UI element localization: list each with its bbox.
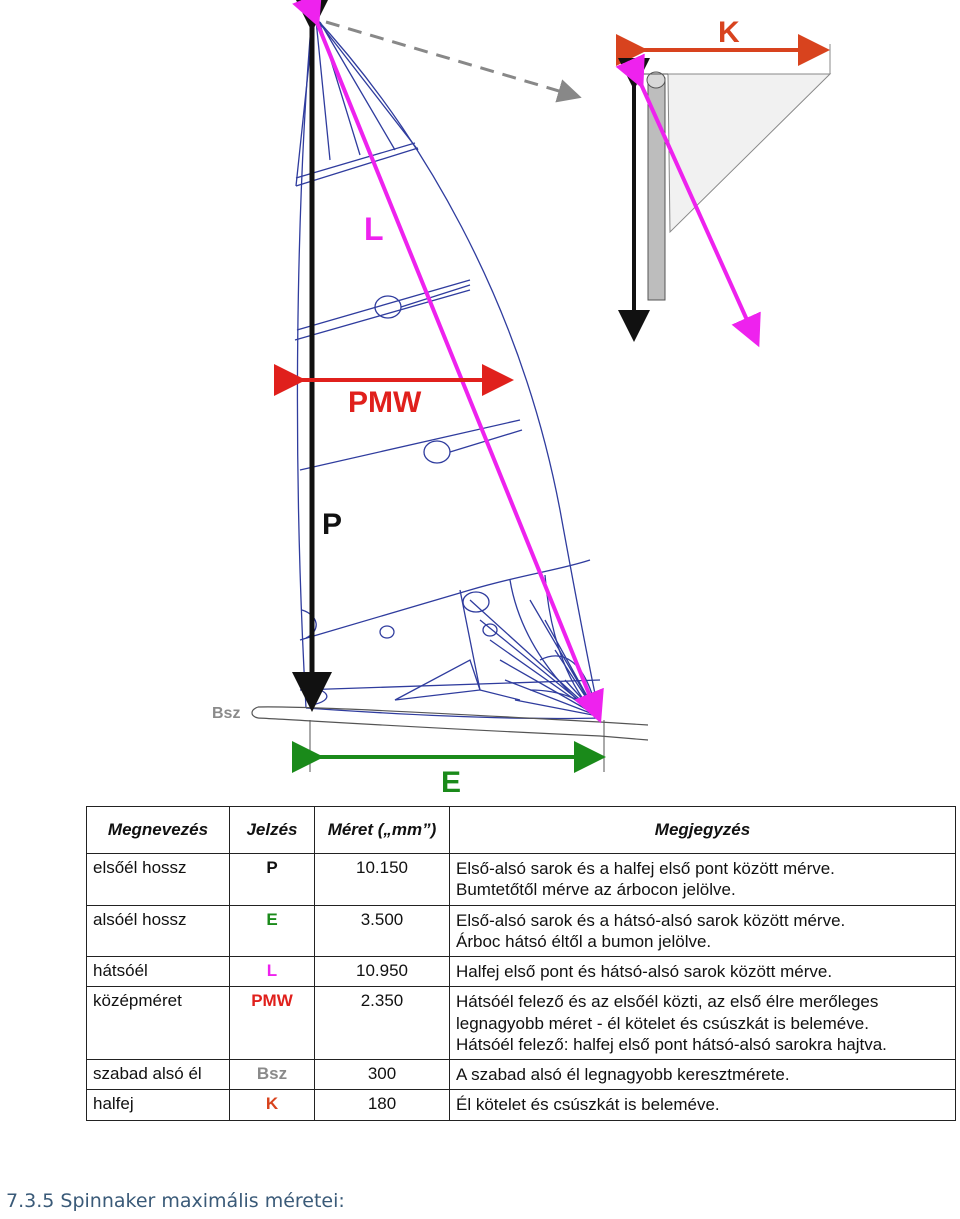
note-line: Első-alsó sarok és a hátsó-alsó sarok kö… (456, 910, 846, 930)
cell-note: Hátsóél felező és az elsőél közti, az el… (449, 986, 956, 1060)
cell-name: középméret (86, 986, 230, 1060)
cell-symbol: K (229, 1089, 315, 1121)
cell-name: hátsóél (86, 955, 230, 988)
e-label: E (441, 766, 461, 799)
cell-size: 180 (314, 1089, 450, 1121)
head-detail-inset (633, 44, 832, 301)
l-label: L (364, 211, 384, 247)
cell-size: 10.150 (314, 853, 450, 906)
header-size: Méret („mm”) (314, 806, 450, 854)
cell-name: alsóél hossz (86, 904, 230, 957)
cell-symbol: P (229, 853, 315, 906)
pmw-label: PMW (348, 386, 422, 419)
bsz-label: Bsz (212, 705, 240, 722)
cell-name: halfej (86, 1089, 230, 1121)
cell-name: szabad alsó él (86, 1058, 230, 1091)
header-note: Megjegyzés (449, 806, 956, 854)
note-line: Bumtetőtől mérve az árbocon jelölve. (456, 880, 736, 900)
cell-size: 10.950 (314, 955, 450, 988)
section-heading: 7.3.5 Spinnaker maximális méretei: (6, 1190, 345, 1212)
cell-size: 2.350 (314, 986, 450, 1060)
note-line: Hátsóél felező és az elsőél közti, az el… (456, 992, 879, 1012)
table-header-row: Megnevezés Jelzés Méret („mm”) Megjegyzé… (86, 806, 956, 854)
cell-note: A szabad alsó él legnagyobb keresztméret… (449, 1058, 956, 1091)
cell-symbol: L (229, 955, 315, 988)
p-label: P (322, 508, 342, 541)
note-line: Hátsóél felező: halfej első pont hátsó-a… (456, 1034, 887, 1054)
cell-note: Halfej első pont és hátsó-alsó sarok köz… (449, 955, 956, 988)
cell-note: Él kötelet és csúszkát is beleméve. (449, 1089, 956, 1121)
sail-dimensions-table: Megnevezés Jelzés Méret („mm”) Megjegyzé… (86, 806, 956, 1121)
cell-size: 300 (314, 1058, 450, 1091)
note-line: Árboc hátsó éltől a bumon jelölve. (456, 931, 712, 951)
cell-symbol: Bsz (229, 1058, 315, 1091)
sail-diagram: Bsz P L PMW E K (212, 0, 832, 799)
k-label: K (718, 16, 740, 49)
note-line: Él kötelet és csúszkát is beleméve. (456, 1095, 720, 1115)
header-name: Megnevezés (86, 806, 230, 854)
cell-note: Első-alsó sarok és a hátsó-alsó sarok kö… (449, 904, 956, 957)
cell-symbol: PMW (229, 986, 315, 1060)
note-line: Első-alsó sarok és a halfej első pont kö… (456, 859, 835, 878)
note-line: Halfej első pont és hátsó-alsó sarok köz… (456, 962, 833, 981)
header-symbol: Jelzés (229, 806, 315, 854)
inset-l-arrow (615, 53, 761, 348)
cell-size: 3.500 (314, 904, 450, 957)
cell-note: Első-alsó sarok és a halfej első pont kö… (449, 853, 956, 906)
note-line: A szabad alsó él legnagyobb keresztméret… (456, 1065, 790, 1084)
detail-pointer-arrow (325, 20, 582, 103)
cell-symbol: E (229, 904, 315, 957)
l-arrow (292, 0, 604, 724)
note-line: legnagyobb méret - él kötelet és csúszká… (456, 1013, 869, 1033)
cell-name: elsőél hossz (86, 853, 230, 906)
